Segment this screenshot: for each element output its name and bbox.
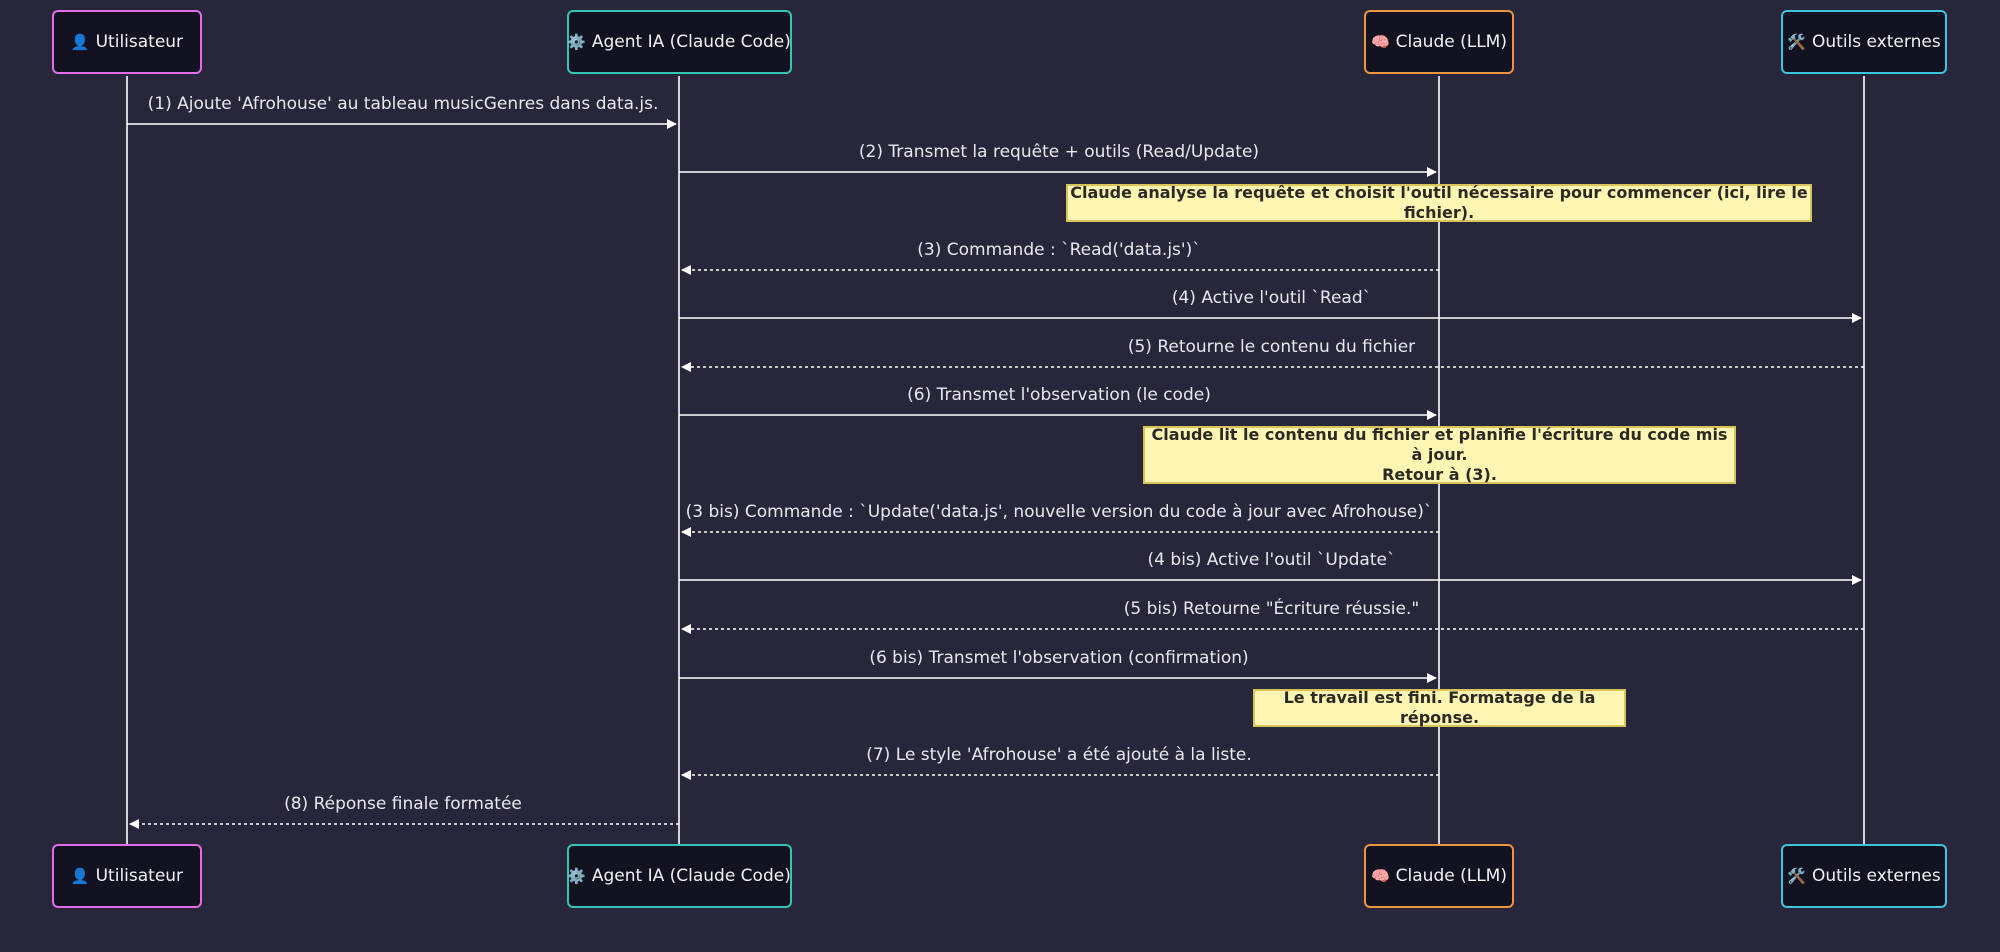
gear-icon: ⚙️ xyxy=(567,867,586,885)
note-box: Claude analyse la requête et choisit l'o… xyxy=(1066,183,1812,222)
user-icon: 👤 xyxy=(70,33,90,51)
actor-label: Claude (LLM) xyxy=(1395,32,1507,52)
actor-label: Outils externes xyxy=(1812,866,1941,886)
note-text: Claude analyse la requête et choisit l'o… xyxy=(1070,183,1808,222)
note-text: Claude lit le contenu du fichier et plan… xyxy=(1151,425,1728,464)
actor-label: Utilisateur xyxy=(95,866,184,886)
message-label: (5 bis) Retourne "Écriture réussie." xyxy=(1123,599,1420,619)
tools-icon: 🛠️ xyxy=(1787,33,1807,51)
message-label: (8) Réponse finale formatée xyxy=(284,794,522,814)
actor-label: Agent IA (Claude Code) xyxy=(591,32,791,52)
message-label: (3) Commande : `Read('data.js')` xyxy=(917,240,1201,260)
actor-user-bottom: 👤 Utilisateur xyxy=(52,844,202,908)
actor-label: Utilisateur xyxy=(95,32,184,52)
message-label: (1) Ajoute 'Afrohouse' au tableau musicG… xyxy=(147,94,659,114)
brain-icon: 🧠 xyxy=(1370,867,1390,885)
actor-label: Agent IA (Claude Code) xyxy=(591,866,791,886)
actor-tools-bottom: 🛠️ Outils externes xyxy=(1781,844,1947,908)
message-label: (6 bis) Transmet l'observation (confirma… xyxy=(869,648,1249,668)
actor-label: Claude (LLM) xyxy=(1395,866,1507,886)
actor-user-top: 👤 Utilisateur xyxy=(52,10,202,74)
message-label: (4) Active l'outil `Read` xyxy=(1171,288,1372,308)
message-label: (4 bis) Active l'outil `Update` xyxy=(1147,550,1396,570)
actor-agent-top: ⚙️ Agent IA (Claude Code) xyxy=(566,10,792,74)
message-label: (2) Transmet la requête + outils (Read/U… xyxy=(858,142,1260,162)
note-box: Le travail est fini. Formatage de la rép… xyxy=(1253,688,1626,727)
actor-tools-top: 🛠️ Outils externes xyxy=(1781,10,1947,74)
message-label: (7) Le style 'Afrohouse' a été ajouté à … xyxy=(866,745,1252,765)
tools-icon: 🛠️ xyxy=(1787,867,1807,885)
message-label: (5) Retourne le contenu du fichier xyxy=(1127,337,1416,357)
note-text: Retour à (3). xyxy=(1382,465,1497,484)
actor-agent-bottom: ⚙️ Agent IA (Claude Code) xyxy=(566,844,792,908)
note-box: Claude lit le contenu du fichier et plan… xyxy=(1143,425,1736,484)
message-label: (3 bis) Commande : `Update('data.js', no… xyxy=(685,502,1433,522)
brain-icon: 🧠 xyxy=(1370,33,1390,51)
gear-icon: ⚙️ xyxy=(567,33,586,51)
message-label: (6) Transmet l'observation (le code) xyxy=(907,385,1211,405)
actor-llm-bottom: 🧠 Claude (LLM) xyxy=(1364,844,1514,908)
note-text: Le travail est fini. Formatage de la rép… xyxy=(1283,688,1596,727)
actor-label: Outils externes xyxy=(1812,32,1941,52)
user-icon: 👤 xyxy=(70,867,90,885)
actor-llm-top: 🧠 Claude (LLM) xyxy=(1364,10,1514,74)
